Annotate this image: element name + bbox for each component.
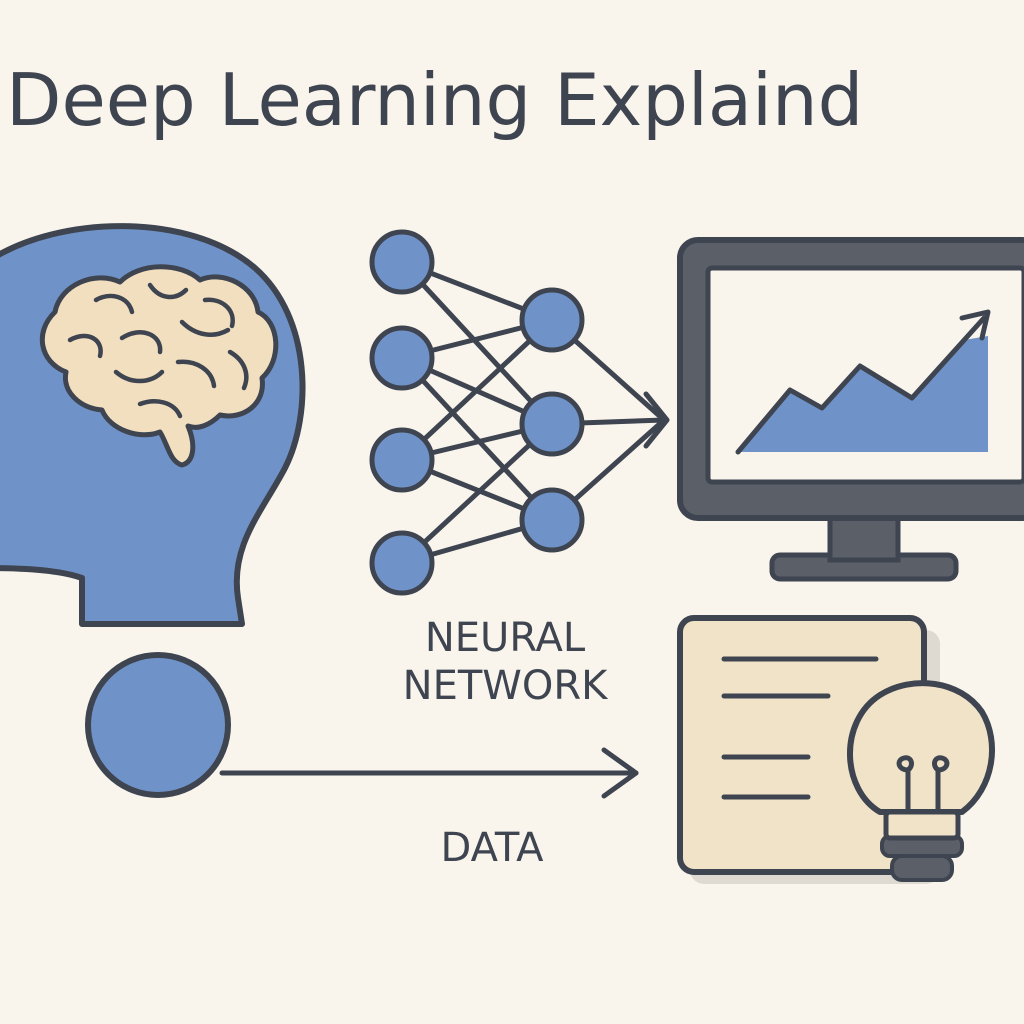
- input-node: [369, 427, 435, 493]
- screen-area-chart: [738, 336, 988, 452]
- network-output-arrowhead: [643, 391, 670, 449]
- network-nodes: [369, 229, 585, 596]
- neural-label-line1: NEURAL: [424, 615, 586, 661]
- bulb-filament: [896, 755, 950, 815]
- neural-network-label: NEURAL NETWORK: [380, 614, 630, 710]
- screen-trend-line: [735, 315, 987, 455]
- page-title: Deep Learning Explaind: [6, 58, 864, 142]
- input-node: [369, 530, 435, 596]
- bulb-neck: [883, 809, 961, 841]
- bulb-glass: [847, 680, 995, 815]
- brain-folds: [67, 282, 249, 419]
- lightbulb-icon: [847, 680, 995, 882]
- bulb-base-bottom: [890, 854, 954, 882]
- data-label: DATA: [440, 825, 544, 871]
- monitor-chart-icon: [677, 237, 1024, 582]
- head-brain-icon: [0, 223, 306, 627]
- neural-label-line2: NETWORK: [402, 663, 608, 709]
- input-node: [369, 325, 435, 391]
- arrow-right-icon: [601, 747, 639, 799]
- hidden-node: [519, 391, 585, 457]
- data-circle-icon: [85, 652, 231, 798]
- brain-icon: [39, 264, 279, 468]
- trend-arrowhead: [959, 309, 991, 341]
- neural-network-icon: [369, 229, 670, 596]
- hidden-node: [519, 287, 585, 353]
- document-text-lines: [721, 656, 879, 800]
- data-flow: [85, 652, 639, 799]
- hidden-node: [519, 487, 585, 553]
- input-node: [369, 229, 435, 295]
